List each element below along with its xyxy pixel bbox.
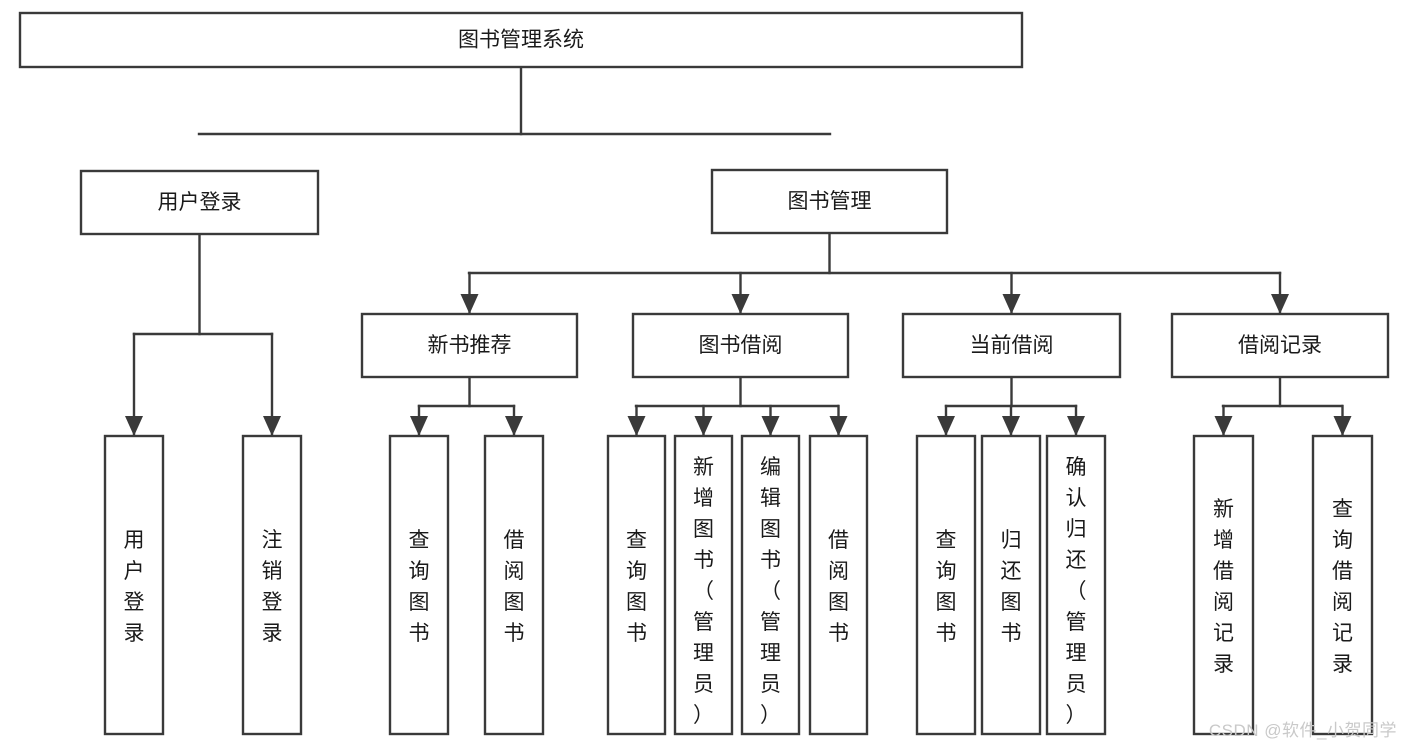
node-box-current-borrow [901, 312, 1122, 379]
node-box-leaf-edit-book-admin [740, 434, 801, 736]
arrow-head-icon-new-book-recommend [460, 294, 479, 314]
node-leaf-logout-login[interactable]: 注销登录 [241, 434, 303, 736]
nodes-layer: 图书管理系统用户登录图书管理新书推荐图书借阅当前借阅借阅记录用户登录注销登录查询… [18, 11, 1390, 736]
node-leaf-add-borrow-record[interactable]: 新增借阅记录 [1192, 434, 1255, 736]
node-new-book-recommend[interactable]: 新书推荐 [360, 312, 579, 379]
node-box-leaf-borrow-book [808, 434, 869, 736]
node-box-user-login [79, 169, 320, 236]
arrow-head-icon-leaf-user-login [125, 416, 143, 436]
arrow-head-icon-book-borrow [731, 294, 750, 314]
node-label-leaf-confirm-return-admin: 确认归还（管理员） [1066, 456, 1087, 727]
node-label-leaf-query-book-current: 查询图书 [936, 529, 957, 645]
node-leaf-confirm-return-admin[interactable]: 确认归还（管理员） [1045, 434, 1107, 736]
node-label-leaf-borrow-book: 借阅图书 [828, 529, 849, 645]
node-leaf-query-book-current[interactable]: 查询图书 [915, 434, 977, 736]
node-label-borrow-record: 借阅记录 [1238, 334, 1322, 357]
node-leaf-add-book-admin[interactable]: 新增图书（管理员） [673, 434, 734, 736]
arrow-head-icon-leaf-add-book-admin [694, 416, 713, 436]
arrow-head-icon-leaf-query-book-borrow [627, 416, 646, 436]
node-label-leaf-query-book-recommend: 查询图书 [409, 529, 430, 645]
node-label-new-book-recommend: 新书推荐 [428, 334, 512, 357]
node-label-leaf-user-login: 用户登录 [124, 529, 145, 645]
node-label-book-borrow: 图书借阅 [699, 334, 783, 357]
node-borrow-record[interactable]: 借阅记录 [1170, 312, 1390, 379]
node-label-leaf-query-borrow-record: 查询借阅记录 [1332, 498, 1353, 676]
node-label-leaf-add-borrow-record: 新增借阅记录 [1213, 498, 1234, 676]
node-label-leaf-query-book-borrow: 查询图书 [626, 529, 647, 645]
node-label-leaf-add-book-admin: 新增图书（管理员） [693, 456, 714, 727]
node-box-leaf-query-borrow-record [1311, 434, 1374, 736]
node-label-root: 图书管理系统 [458, 29, 584, 52]
arrow-head-icon-leaf-confirm-return-admin [1067, 416, 1085, 436]
arrow-head-icon-leaf-add-borrow-record [1214, 416, 1233, 436]
node-box-leaf-logout-login [241, 434, 303, 736]
arrow-head-icon-leaf-logout-login [263, 416, 281, 436]
node-box-leaf-query-book-recommend [388, 434, 450, 736]
arrow-head-icon-leaf-query-book-recommend [410, 416, 428, 436]
arrow-head-icon-current-borrow [1002, 294, 1021, 314]
arrow-head-icon-leaf-return-book [1002, 416, 1020, 436]
node-box-root [18, 11, 1024, 69]
node-label-leaf-return-book: 归还图书 [1001, 529, 1022, 645]
node-root[interactable]: 图书管理系统 [18, 11, 1024, 69]
node-box-book-management [710, 168, 949, 235]
node-box-leaf-add-book-admin [673, 434, 734, 736]
arrow-head-icon-leaf-borrow-book-recommend [505, 416, 523, 436]
node-box-leaf-confirm-return-admin [1045, 434, 1107, 736]
csdn-watermark: CSDN @软件_小贺同学 [1208, 721, 1397, 740]
node-box-leaf-borrow-book-recommend [483, 434, 545, 736]
node-leaf-user-login[interactable]: 用户登录 [103, 434, 165, 736]
arrow-head-icon-leaf-edit-book-admin [761, 416, 780, 436]
node-leaf-return-book[interactable]: 归还图书 [980, 434, 1042, 736]
node-leaf-edit-book-admin[interactable]: 编辑图书（管理员） [740, 434, 801, 736]
connectors-layer [125, 65, 1352, 437]
node-box-leaf-user-login [103, 434, 165, 736]
node-label-leaf-edit-book-admin: 编辑图书（管理员） [760, 456, 781, 727]
node-box-leaf-add-borrow-record [1192, 434, 1255, 736]
node-leaf-query-borrow-record[interactable]: 查询借阅记录 [1311, 434, 1374, 736]
node-leaf-query-book-borrow[interactable]: 查询图书 [606, 434, 667, 736]
arrow-head-icon-leaf-query-borrow-record [1333, 416, 1352, 436]
node-label-current-borrow: 当前借阅 [970, 334, 1054, 357]
node-label-book-management: 图书管理 [788, 190, 872, 213]
node-box-leaf-query-book-current [915, 434, 977, 736]
node-book-management[interactable]: 图书管理 [710, 168, 949, 235]
node-label-leaf-borrow-book-recommend: 借阅图书 [504, 529, 525, 645]
node-box-borrow-record [1170, 312, 1390, 379]
arrow-head-icon-leaf-query-book-current [937, 416, 955, 436]
node-box-leaf-query-book-borrow [606, 434, 667, 736]
arrow-head-icon-borrow-record [1271, 294, 1289, 314]
node-box-new-book-recommend [360, 312, 579, 379]
node-leaf-query-book-recommend[interactable]: 查询图书 [388, 434, 450, 736]
node-label-leaf-logout-login: 注销登录 [262, 529, 283, 645]
node-book-borrow[interactable]: 图书借阅 [631, 312, 850, 379]
node-leaf-borrow-book[interactable]: 借阅图书 [808, 434, 869, 736]
node-label-user-login: 用户登录 [158, 191, 242, 214]
node-current-borrow[interactable]: 当前借阅 [901, 312, 1122, 379]
arrow-head-icon-leaf-borrow-book [829, 416, 848, 436]
node-leaf-borrow-book-recommend[interactable]: 借阅图书 [483, 434, 545, 736]
node-box-leaf-return-book [980, 434, 1042, 736]
node-box-book-borrow [631, 312, 850, 379]
node-user-login[interactable]: 用户登录 [79, 169, 320, 236]
